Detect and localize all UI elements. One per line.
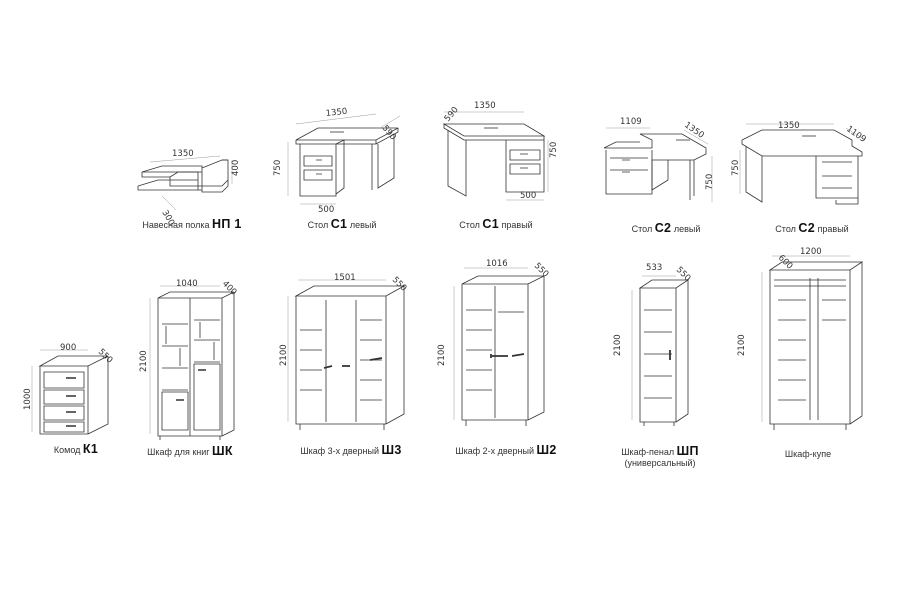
- dim-k1-width: 900: [60, 343, 76, 353]
- caption-shp: Шкаф-пенал ШП (универсальный): [621, 444, 699, 469]
- dim-kupe-width: 1200: [800, 247, 822, 257]
- caption-shp-code: ШП: [676, 444, 699, 458]
- desk-c2-left-drawing: [603, 127, 713, 202]
- desk-c1-right-drawing: [442, 111, 549, 201]
- caption-k1-text: Комод: [53, 445, 81, 455]
- caption-c2-right-suffix: правый: [817, 224, 849, 234]
- caption-sh3-text: Шкаф 3-х дверный: [300, 446, 380, 456]
- dim-sh2-depth: 550: [532, 261, 551, 280]
- dim-c1l-height: 750: [273, 160, 283, 176]
- caption-sh2-code: Ш2: [536, 443, 557, 457]
- caption-shk-code: ШК: [212, 444, 233, 458]
- caption-c2-left: Стол С2 левый: [631, 221, 701, 235]
- dim-c1r-depth: 590: [443, 105, 461, 124]
- shelf-np1-drawing: [137, 155, 233, 211]
- wardrobe-kupe-drawing: [761, 255, 864, 430]
- dim-c2l-height: 750: [705, 174, 715, 190]
- caption-kupe-text: Шкаф-купе: [784, 449, 832, 459]
- caption-c2-left-text: Стол: [631, 224, 653, 234]
- dim-shk-depth: 400: [220, 279, 239, 298]
- caption-c1-left: Стол С1 левый: [307, 217, 377, 231]
- dim-sh3-depth: 550: [390, 275, 409, 294]
- wardrobe-sh3-drawing: [287, 279, 406, 430]
- cabinet-shp-drawing: [631, 275, 690, 426]
- desk-c2-right-drawing: [739, 123, 863, 205]
- dim-sh3-width: 1501: [334, 273, 356, 283]
- caption-c2-left-suffix: левый: [673, 224, 701, 234]
- caption-shp-text: Шкаф-пенал: [621, 447, 675, 457]
- chest-k1-drawing: [31, 349, 109, 435]
- dim-sh3-height: 2100: [279, 344, 289, 366]
- dim-shp-width: 533: [646, 263, 662, 273]
- caption-c1-right-text: Стол: [459, 220, 480, 230]
- caption-c1-right: Стол С1 правый: [459, 217, 533, 231]
- dim-c1l-cabinet: 500: [318, 205, 334, 215]
- caption-c2-right-code: С2: [798, 221, 816, 235]
- dim-c2l-depth: 1350: [682, 120, 705, 141]
- caption-k1: Комод К1: [53, 442, 99, 456]
- caption-c1-right-suffix: правый: [501, 220, 533, 230]
- caption-c2-right-text: Стол: [775, 224, 796, 234]
- dim-np1-height: 400: [231, 160, 241, 176]
- caption-sh3: Шкаф 3-х дверный Ш3: [300, 443, 402, 457]
- caption-c2-right: Стол С2 правый: [775, 221, 849, 235]
- caption-c2-left-code: С2: [654, 221, 672, 235]
- dim-c1r-width: 1350: [474, 101, 496, 111]
- dim-kupe-height: 2100: [737, 334, 747, 356]
- dimension-labels: 1350 400 300 1350 590 750 500 1350 590 7…: [23, 101, 868, 410]
- caption-c1-left-code: С1: [330, 217, 348, 231]
- dim-sh2-height: 2100: [437, 344, 447, 366]
- caption-sh2: Шкаф 2-х дверный Ш2: [455, 443, 557, 457]
- bookcase-shk-drawing: [149, 285, 235, 440]
- dim-k1-height: 1000: [23, 388, 33, 410]
- caption-c1-right-code: С1: [482, 217, 500, 231]
- dim-c2r-height: 750: [731, 160, 741, 176]
- dim-c1r-height: 750: [549, 142, 559, 158]
- caption-shp-sub: (универсальный): [624, 458, 696, 468]
- caption-sh2-text: Шкаф 2-х дверный: [455, 446, 535, 456]
- dim-shk-width: 1040: [176, 279, 198, 289]
- dim-c2r-depth: 1109: [844, 124, 867, 145]
- wardrobe-sh2-drawing: [453, 267, 545, 426]
- caption-c1-left-text: Стол: [307, 220, 329, 230]
- caption-shk-text: Шкаф для книг: [147, 447, 210, 457]
- caption-np1-code: НП 1: [212, 217, 242, 231]
- dim-c1l-width: 1350: [325, 107, 348, 119]
- caption-k1-code: К1: [82, 442, 99, 456]
- caption-np1-text: Навесная полка: [142, 220, 210, 230]
- caption-np1: Навесная полка НП 1: [142, 217, 242, 231]
- dim-k1-depth: 550: [96, 347, 115, 366]
- dim-c2r-width: 1350: [778, 121, 800, 131]
- dim-c2l-width: 1109: [620, 117, 642, 127]
- caption-kupe: Шкаф-купе: [785, 449, 831, 460]
- dim-np1-width: 1350: [172, 149, 194, 159]
- dim-shp-depth: 550: [674, 265, 693, 284]
- dim-shp-height: 2100: [613, 334, 623, 356]
- dim-c1r-cabinet: 500: [520, 191, 536, 201]
- dim-sh2-width: 1016: [486, 259, 508, 269]
- dim-shk-height: 2100: [139, 350, 149, 372]
- caption-c1-left-suffix: левый: [349, 220, 377, 230]
- caption-shk: Шкаф для книг ШК: [147, 444, 233, 458]
- desk-c1-left-drawing: [287, 113, 401, 205]
- caption-sh3-code: Ш3: [381, 443, 402, 457]
